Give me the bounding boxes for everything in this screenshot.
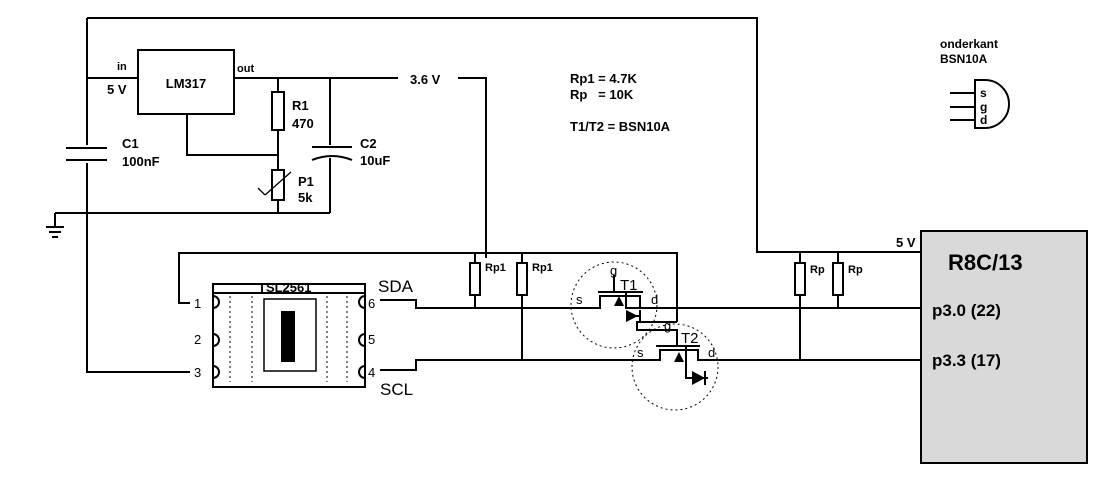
mcu-name: R8C/13	[948, 250, 1023, 275]
capacitor-c1: C1 100nF	[66, 136, 190, 373]
c1-value: 100nF	[122, 154, 160, 169]
resistor-r1: R1 470	[271, 78, 314, 170]
r1-name: R1	[292, 98, 309, 113]
pullup-rp1-a: Rp1	[469, 262, 506, 308]
top-5v-rail	[86, 17, 921, 253]
pullup-rp-b-label: Rp	[848, 264, 863, 276]
transistor-t1: T1 g s d	[570, 261, 668, 349]
regulator-in-label: in	[117, 61, 127, 73]
package-pin-s: s	[980, 86, 987, 100]
t2-pin-g: g	[664, 318, 671, 333]
pullup-rp1-b: Rp1	[516, 262, 553, 360]
t1-pin-d: d	[651, 292, 658, 307]
package-title-2: BSN10A	[940, 52, 988, 66]
mcu-pin-p33: p3.3 (17)	[932, 351, 1001, 370]
sensor-pin-3: 3	[194, 365, 201, 380]
c2-value: 10uF	[360, 153, 390, 168]
t1-arrow-icon	[614, 296, 624, 306]
t1-pin-g: g	[610, 263, 617, 278]
sensor-pin-5: 5	[368, 332, 375, 347]
scl-bus: SCL	[380, 359, 921, 399]
sensor-tsl2561: TSL2561 1 2 3 6 5 4	[194, 280, 375, 388]
note-transistors: T1/T2 = BSN10A	[570, 119, 671, 134]
t2-arrow-icon	[674, 352, 684, 362]
pullup-rp1-a-label: Rp1	[485, 262, 506, 274]
component-notes: Rp1 = 4.7K Rp = 10K T1/T2 = BSN10A	[570, 71, 671, 134]
c2-name: C2	[360, 136, 377, 151]
p1-name: P1	[298, 174, 314, 189]
rail-3v6-label: 3.6 V	[410, 72, 441, 87]
regulator-name: LM317	[166, 76, 206, 91]
t1-name: T1	[620, 277, 638, 294]
note-rp1: Rp1 = 4.7K	[570, 71, 637, 86]
potentiometer-p1: P1 5k	[257, 169, 314, 213]
package-pin-g: g	[980, 100, 987, 114]
r1-value: 470	[292, 116, 314, 131]
pullup-rp-b: Rp	[832, 252, 863, 308]
t2-name: T2	[681, 330, 699, 347]
sensor-pin-1: 1	[194, 296, 201, 311]
regulator-out-label: out	[237, 63, 254, 75]
pullup-rp-a-label: Rp	[810, 264, 825, 276]
capacitor-c2: C2 10uF	[311, 78, 390, 213]
mcu-supply-label: 5 V	[896, 235, 916, 250]
supply-5v-label: 5 V	[107, 82, 127, 97]
mcu-pin-p30: p3.0 (22)	[932, 301, 1001, 320]
p1-value: 5k	[298, 190, 313, 205]
transistor-t2: T2 g s d	[631, 318, 729, 411]
package-title-1: onderkant	[940, 37, 998, 51]
mcu-r8c13: R8C/13 5 V p3.0 (22) p3.3 (17)	[896, 230, 1088, 464]
t2-pin-d: d	[708, 345, 715, 360]
package-pin-d: d	[980, 113, 987, 127]
sensor-name: TSL2561	[258, 280, 311, 295]
sensor-pin-2: 2	[194, 332, 201, 347]
pullup-rp1-b-label: Rp1	[532, 262, 553, 274]
c1-name: C1	[122, 136, 139, 151]
ground-rail	[46, 212, 330, 238]
sensor-pin-6: 6	[368, 296, 375, 311]
sensor-supply-wire	[178, 252, 678, 322]
rail-3v6: 3.6 V	[234, 72, 487, 258]
sda-bus: SDA	[378, 277, 921, 309]
package-bsn10a: onderkant BSN10A s g d	[940, 37, 1010, 129]
t2-diode-icon	[692, 371, 705, 385]
t2-pin-s: s	[637, 345, 644, 360]
note-rp: Rp = 10K	[570, 87, 634, 102]
scl-label: SCL	[380, 380, 413, 399]
t1-pin-s: s	[576, 292, 583, 307]
pullup-rp-a: Rp	[794, 252, 825, 360]
sensor-pin-4: 4	[368, 365, 375, 380]
sda-label: SDA	[378, 277, 414, 296]
t1-diode-icon	[626, 310, 638, 322]
regulator-lm317: LM317 in out 5 V	[107, 49, 278, 156]
